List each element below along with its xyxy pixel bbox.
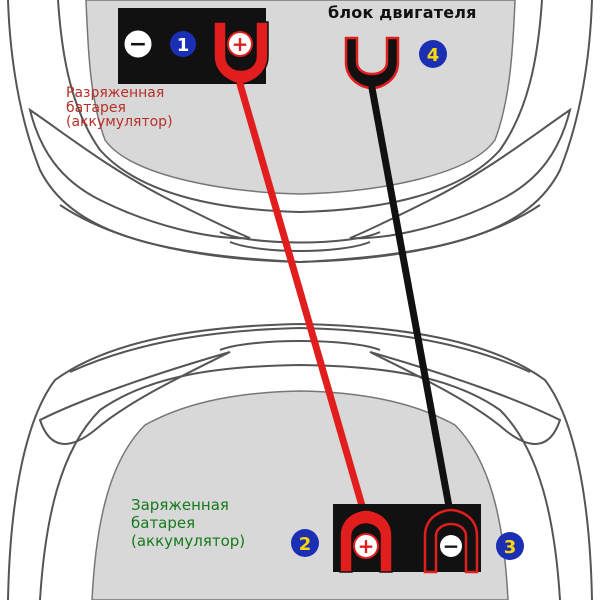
- step-badge-1: [170, 31, 196, 57]
- upper-car-grille: [219, 231, 381, 244]
- charged-battery-black-clamp: [423, 508, 479, 574]
- dead-battery-label-line-2: батарея: [66, 99, 126, 116]
- step-badge-2: [291, 529, 319, 557]
- red-cable: [236, 80, 369, 520]
- step-number-4: 4: [427, 45, 440, 66]
- dead-battery-plus-sign: +: [232, 32, 249, 56]
- step-badge-4: [419, 40, 447, 68]
- lower-car-outer-body: [7, 322, 593, 600]
- dead-battery-minus-sign: −: [129, 32, 147, 57]
- step-badge-3: [496, 532, 524, 560]
- lower-car: [7, 322, 593, 600]
- engine-black-clamp: [344, 36, 400, 90]
- lower-car-bumper-line: [69, 326, 531, 373]
- engine-block-label: блок двигателя: [328, 3, 477, 22]
- charged-battery-label-line-1: Заряженная: [131, 496, 229, 514]
- step-number-1: 1: [177, 35, 190, 56]
- black-cable: [368, 84, 454, 516]
- charged-battery-minus-terminal: [440, 535, 462, 557]
- lower-car-left-headlight: [38, 351, 231, 445]
- upper-car-grille-2: [229, 241, 371, 252]
- step-number-3: 3: [504, 537, 517, 558]
- charged-battery-minus-sign: −: [443, 534, 460, 558]
- dead-battery-red-clamp: [213, 21, 269, 85]
- upper-car: [7, 0, 593, 264]
- charged-battery-plus-sign: +: [358, 534, 375, 558]
- dead-battery-plus-terminal: [227, 31, 253, 57]
- upper-car-bumper-line: [59, 204, 541, 264]
- lower-car-grille: [219, 340, 381, 351]
- dead-battery-label: Разряженная батарея (аккумулятор): [66, 86, 173, 130]
- step-number-2: 2: [299, 534, 312, 555]
- charged-battery-label-line-2: батарея: [131, 514, 196, 532]
- charged-battery-label: Заряженная батарея (аккумулятор): [131, 496, 245, 550]
- upper-car-right-headlight: [349, 107, 572, 240]
- dead-battery-label-line-3: (аккумулятор): [66, 114, 173, 131]
- lower-car-right-headlight: [369, 351, 562, 445]
- charged-battery-label-line-3: (аккумулятор): [131, 532, 246, 550]
- charged-battery-red-clamp: [339, 509, 393, 573]
- dead-battery-minus-terminal: [124, 30, 152, 58]
- charged-battery-plus-terminal: [353, 533, 379, 559]
- upper-car-left-headlight: [28, 107, 251, 240]
- dead-battery-label-line-1: Разряженная: [66, 85, 165, 101]
- upper-car-hood-line: [57, 0, 543, 214]
- lower-car-hood-line: [39, 363, 561, 600]
